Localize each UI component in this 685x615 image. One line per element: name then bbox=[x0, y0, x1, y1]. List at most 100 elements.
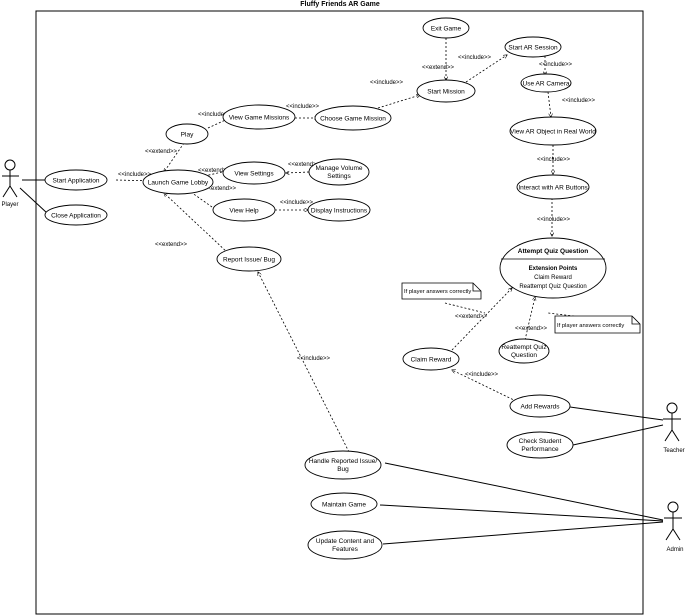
dep-start-ar-session bbox=[465, 55, 507, 83]
dep-note-right bbox=[547, 312, 591, 319]
use-case-launch-game-lobby[interactable]: Launch Game Lobby bbox=[142, 169, 214, 195]
svg-text:Exit Game: Exit Game bbox=[431, 26, 462, 33]
dep-start-lobby bbox=[115, 180, 157, 181]
use-case-attempt-quiz-question[interactable]: Attempt Quiz Question Extension Points C… bbox=[499, 237, 607, 299]
dep-reattempt-attempt bbox=[524, 297, 535, 341]
use-case-choose-game-mission[interactable]: Choose Game Mission bbox=[314, 105, 392, 131]
note-right-condition: If player answers correctly bbox=[554, 315, 641, 334]
use-case-claim-reward[interactable]: Claim Reward bbox=[402, 347, 460, 371]
use-case-report-issue-bug[interactable]: Report Issue/ Bug bbox=[216, 246, 282, 272]
label-include-view-ar: <<include>> bbox=[562, 98, 596, 104]
svg-text:Launch Game Lobby: Launch Game Lobby bbox=[148, 180, 209, 187]
actor-admin: Admin bbox=[664, 501, 684, 553]
use-case-update-content[interactable]: Update Content and Features bbox=[307, 530, 383, 560]
svg-text:View Game Missions: View Game Missions bbox=[229, 115, 290, 122]
use-case-start-application[interactable]: Start Application bbox=[44, 169, 108, 191]
use-case-start-ar-session[interactable]: Start AR Session bbox=[504, 36, 562, 58]
use-case-manage-volume-settings[interactable]: Manage Volume Settings bbox=[308, 158, 370, 186]
label-extend-report: <<extend>> bbox=[155, 242, 188, 248]
use-case-close-application[interactable]: Close Application bbox=[44, 204, 108, 226]
use-case-handle-reported-issue[interactable]: Handle Reported Issue/ Bug bbox=[304, 450, 382, 480]
use-case-view-ar-object[interactable]: View AR Object in Real World bbox=[509, 116, 597, 146]
extension-point-reattempt: Reattempt Quiz Question bbox=[519, 284, 586, 290]
svg-text:Display Instructions: Display Instructions bbox=[311, 208, 368, 215]
use-case-interact-ar-buttons[interactable]: Interact with AR Buttons bbox=[516, 174, 590, 200]
actor-teacher: Teacher bbox=[663, 402, 685, 454]
label-include-addrewards: <<include>> bbox=[465, 372, 499, 378]
svg-text:If player answers correctly: If player answers correctly bbox=[557, 323, 624, 329]
svg-text:Interact with AR Buttons: Interact with AR Buttons bbox=[518, 185, 588, 192]
label-include-help: <<include>> bbox=[280, 200, 314, 206]
assoc-admin-handle bbox=[384, 462, 664, 521]
svg-text:Choose Game Mission: Choose Game Mission bbox=[320, 116, 386, 123]
svg-text:View Settings: View Settings bbox=[234, 171, 274, 178]
svg-text:View Help: View Help bbox=[229, 208, 259, 215]
svg-text:Close Application: Close Application bbox=[51, 213, 101, 220]
extension-point-claim: Claim Reward bbox=[534, 275, 572, 281]
svg-text:Claim Reward: Claim Reward bbox=[411, 357, 452, 364]
label-include-missions-choose: <<include>> bbox=[286, 104, 320, 110]
dep-note-left bbox=[444, 302, 486, 314]
attempt-quiz-title: Attempt Quiz Question bbox=[518, 248, 588, 255]
diagram-title: Fluffy Friends AR Game bbox=[300, 1, 380, 8]
dep-settings-lobby bbox=[196, 171, 223, 178]
label-include-interact: <<include>> bbox=[537, 157, 571, 163]
dep-volume-settings bbox=[286, 172, 310, 173]
svg-text:Features: Features bbox=[332, 546, 358, 553]
use-case-use-ar-camera[interactable]: Use AR Camera bbox=[520, 73, 572, 93]
dep-handle-report bbox=[258, 272, 350, 453]
svg-text:Manage Volume: Manage Volume bbox=[316, 165, 363, 172]
use-case-view-settings[interactable]: View Settings bbox=[222, 161, 286, 185]
assoc-player-close bbox=[19, 187, 48, 214]
use-case-view-game-missions[interactable]: View Game Missions bbox=[222, 104, 296, 130]
dep-play-lobby bbox=[164, 142, 185, 172]
svg-text:Start Mission: Start Mission bbox=[427, 89, 465, 96]
label-extend-settings-1: <<extend>> bbox=[198, 168, 231, 174]
use-case-view-help[interactable]: View Help bbox=[212, 198, 276, 222]
svg-text:Maintain Game: Maintain Game bbox=[322, 502, 366, 509]
label-include-camera: <<include>> bbox=[539, 62, 573, 68]
dep-choose-start bbox=[377, 95, 420, 109]
use-case-check-student-performance[interactable]: Check Student Performance bbox=[506, 431, 574, 459]
svg-text:Play: Play bbox=[181, 132, 194, 139]
actor-player-label: Player bbox=[1, 202, 18, 208]
label-include-handle: <<include>> bbox=[297, 356, 331, 362]
use-case-start-mission[interactable]: Start Mission bbox=[416, 79, 476, 103]
svg-text:If player answers correctly: If player answers correctly bbox=[404, 289, 471, 295]
assoc-admin-maintain bbox=[379, 504, 664, 522]
use-case-play[interactable]: Play bbox=[165, 123, 209, 145]
svg-text:Reattempt Quiz: Reattempt Quiz bbox=[501, 344, 546, 351]
use-case-exit-game[interactable]: Exit Game bbox=[422, 17, 470, 39]
svg-text:Add Rewards: Add Rewards bbox=[520, 404, 560, 411]
stick-figure-icon bbox=[2, 159, 19, 198]
assoc-teacher-add-rewards bbox=[569, 406, 664, 421]
use-case-maintain-game[interactable]: Maintain Game bbox=[310, 492, 378, 516]
use-case-reattempt-quiz-question[interactable]: Reattempt Quiz Question bbox=[498, 338, 550, 364]
svg-text:Start AR Session: Start AR Session bbox=[508, 45, 558, 52]
label-extend-settings-2: <<extend>> bbox=[204, 186, 237, 192]
dep-addrewards-claim bbox=[452, 370, 521, 404]
label-extend-reattempt: <<extend>> bbox=[515, 326, 548, 332]
system-boundary bbox=[35, 10, 644, 615]
actor-admin-label: Admin bbox=[666, 547, 683, 553]
label-extend-play: <<extend>> bbox=[145, 149, 178, 155]
dep-play-missions bbox=[207, 117, 232, 129]
svg-text:Question: Question bbox=[511, 352, 537, 359]
use-case-add-rewards[interactable]: Add Rewards bbox=[509, 394, 571, 418]
assoc-admin-update bbox=[382, 521, 664, 545]
dep-camera-view-ar bbox=[547, 91, 551, 117]
stick-figure-icon bbox=[664, 501, 682, 541]
label-include-start-lobby: <<include>> bbox=[118, 172, 152, 178]
dep-report-lobby bbox=[164, 193, 229, 254]
label-include-session: <<include>> bbox=[458, 55, 492, 61]
svg-text:View AR Object in Real World: View AR Object in Real World bbox=[510, 129, 596, 136]
label-extend-volume: <<extend>> bbox=[288, 162, 321, 168]
label-include-choose-start: <<include>> bbox=[370, 80, 404, 86]
use-case-display-instructions[interactable]: Display Instructions bbox=[307, 198, 371, 222]
label-extend-exit: <<extend>> bbox=[422, 65, 455, 71]
assoc-teacher-check bbox=[572, 424, 664, 446]
svg-text:Use AR Camera: Use AR Camera bbox=[523, 81, 570, 88]
svg-text:Bug: Bug bbox=[337, 466, 349, 473]
actor-player: Player bbox=[1, 159, 19, 208]
